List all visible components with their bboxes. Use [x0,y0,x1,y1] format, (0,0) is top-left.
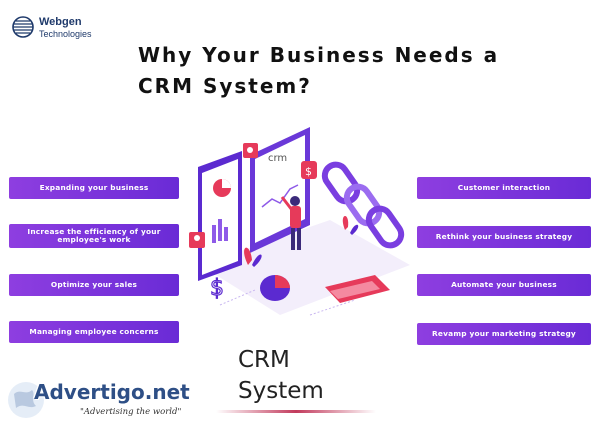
dollar-outline-icon: $ [210,276,224,301]
dollar-sign: $ [305,165,312,178]
page-title: Why Your Business Needs a CRM System? [138,40,518,102]
caption-underline [216,410,376,413]
caption-line-1: CRM [238,347,290,373]
watermark-name: Advertigo.net [34,380,190,404]
crm-caption: CRM System [238,345,358,407]
benefit-pill-left-4: Managing employee concerns [9,321,179,343]
title-line-1: Why Your Business Needs a [138,43,500,67]
watermark-tagline: "Advertising the world" [80,407,182,417]
title-line-2: CRM System? [138,74,312,98]
mobile-panel [189,151,242,281]
pie-chart-icon [260,275,290,301]
screen-label: crm [268,153,287,164]
advertigo-watermark: Advertigo.net "Advertising the world" [2,378,202,423]
benefit-pill-left-3: Optimize your sales [9,274,179,296]
benefit-pill-left-1: Expanding your business [9,177,179,199]
platform [200,220,410,315]
caption-line-2: System [238,378,324,404]
benefit-pill-right-3: Automate your business [417,274,591,296]
logo-subtitle: Technologies [39,29,92,39]
logo-name: Webgen [39,16,82,28]
webgen-logo: Webgen Technologies [12,14,107,44]
card-icon [325,275,390,303]
person-figure [280,196,301,250]
globe-icon [12,16,34,38]
globe-icon [8,382,44,418]
benefit-pill-right-1: Customer interaction [417,177,591,199]
benefit-pill-left-2: Increase the efficiency of your employee… [9,224,179,248]
crm-illustration: crm $ $ [189,127,410,316]
plant-icon [244,216,359,267]
dollar-badge [301,161,317,179]
benefit-pill-right-2: Rethink your business strategy [417,226,591,248]
benefit-pill-right-4: Revamp your marketing strategy [417,323,591,345]
chain-icon [321,161,405,249]
